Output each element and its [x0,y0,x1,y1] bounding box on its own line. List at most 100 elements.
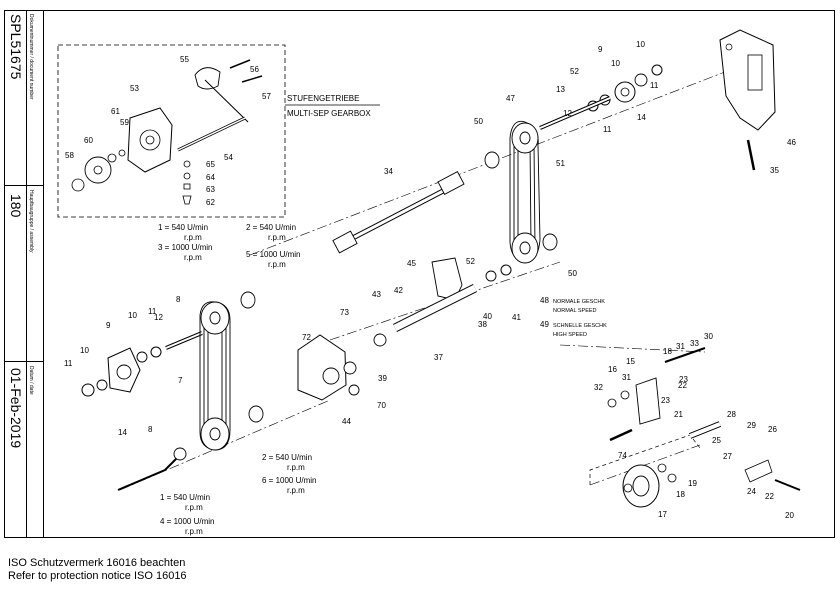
callout-9: 9 [598,45,603,54]
callout-19: 19 [688,479,697,488]
callout-23: 23 [661,396,670,405]
callout-59: 59 [120,118,129,127]
callout-9: 9 [106,321,111,330]
svg-text:48: 48 [540,296,549,305]
callout-11: 11 [603,125,612,134]
callout-37: 37 [434,353,443,362]
inset-title-de: STUFENGETRIEBE [287,94,359,103]
title-block-sidebar: SPL51675 Dokumentnummer / document numbe… [4,10,44,538]
callout-13: 13 [556,85,565,94]
callout-11: 11 [64,359,73,368]
svg-text:r.p.m: r.p.m [184,253,202,262]
callout-35: 35 [770,166,779,175]
bolt-74 [609,428,633,442]
speed-note-49: 49 SCHNELLE GESCHK HIGH SPEED [540,320,607,338]
callout-31: 31 [622,373,631,382]
callout-47: 47 [506,94,515,103]
cell-divider [26,10,27,185]
callout-54: 54 [224,153,233,162]
callout-56: 56 [250,65,259,74]
lower-belt-drive-7 [199,301,231,451]
callout-14: 14 [637,113,646,122]
pto-shaft-34 [332,171,465,254]
callout-57: 57 [262,92,271,101]
callout-52: 52 [466,257,475,266]
arm-15 [635,377,661,425]
roller-17 [622,464,660,508]
callout-8: 8 [148,425,153,434]
callout-58: 58 [65,151,74,160]
callout-73: 73 [340,308,349,317]
cell-divider [26,186,27,361]
svg-text:6 = 1000 U/min: 6 = 1000 U/min [262,476,316,485]
pulley-50-upper [484,151,500,169]
inset-dashed-border [57,44,286,218]
svg-text:1 = 540 U/min: 1 = 540 U/min [158,223,208,232]
callout-8: 8 [176,295,181,304]
callout-42: 42 [394,286,403,295]
belt-config-bottom: 1 = 540 U/min r.p.m 4 = 1000 U/min r.p.m [160,493,214,536]
callout-21: 21 [674,410,683,419]
svg-text:SCHNELLE GESCHK: SCHNELLE GESCHK [553,323,607,329]
callout-10: 10 [80,346,89,355]
svg-text:r.p.m: r.p.m [287,463,305,472]
callout-53: 53 [130,84,139,93]
callout-10: 10 [611,59,620,68]
callout-55: 55 [180,55,189,64]
date-cell: 01-Feb-2019 Datum / date [4,362,44,538]
callout-62: 62 [206,198,215,207]
callout-38: 38 [478,320,487,329]
callout-24: 24 [747,487,756,496]
callout-25: 25 [712,436,721,445]
speed-note-48: 48 NORMALE GESCHK NORMAL SPEED [540,296,605,314]
callout-70: 70 [377,401,386,410]
bracket-46 [719,29,776,131]
svg-text:r.p.m: r.p.m [287,486,305,495]
gearbox-inset: STUFENGETRIEBE MULTI-SEP GEARBOX [57,44,380,218]
svg-text:HIGH SPEED: HIGH SPEED [553,332,587,338]
svg-text:5 = 1000 U/min: 5 = 1000 U/min [246,250,300,259]
callout-16: 16 [608,365,617,374]
pulley-50-lower [542,233,558,251]
callout-7: 7 [178,376,183,385]
callout-14: 14 [118,428,127,437]
callout-11: 11 [650,81,659,90]
callout-40: 40 [483,312,492,321]
belt-config-top-left: 1 = 540 U/min r.p.m 3 = 1000 U/min r.p.m [158,223,212,262]
callout-50: 50 [474,117,483,126]
svg-text:r.p.m: r.p.m [268,233,286,242]
svg-text:2 = 540 U/min: 2 = 540 U/min [262,453,312,462]
svg-text:49: 49 [540,320,549,329]
bearing-housing-9-left [107,347,141,393]
callout-27: 27 [723,452,732,461]
svg-text:r.p.m: r.p.m [268,260,286,269]
bearing-housing-9 [614,81,636,103]
svg-text:3 = 1000 U/min: 3 = 1000 U/min [158,243,212,252]
callout-52: 52 [570,67,579,76]
callout-18: 18 [676,490,685,499]
drawing-frame [4,10,835,538]
footer-protection-en: Refer to protection notice ISO 16016 [8,570,187,582]
callout-39: 39 [378,374,387,383]
svg-text:NORMALE GESCHK: NORMALE GESCHK [553,299,605,305]
gearbox-72 [297,334,347,401]
document-number-cell: SPL51675 Dokumentnummer / document numbe… [4,10,44,186]
coupling-39 [373,333,387,347]
assembly-cell: 180 Hauptbaugruppe / assembly [4,186,44,362]
callout-28: 28 [727,410,736,419]
gearbox-housing-53 [127,107,173,173]
svg-text:r.p.m: r.p.m [184,233,202,242]
callout-15: 15 [626,357,635,366]
svg-text:4 = 1000 U/min: 4 = 1000 U/min [160,517,214,526]
callout-61: 61 [111,107,120,116]
callout-12: 12 [563,109,572,118]
callout-10: 10 [128,311,137,320]
callout-10: 10 [636,40,645,49]
belt-config-top-right: 2 = 540 U/min r.p.m 5 = 1000 U/min r.p.m [246,223,300,269]
callout-12: 12 [154,313,163,322]
callout-17: 17 [658,510,667,519]
cell-divider [26,362,27,538]
svg-text:1 = 540 U/min: 1 = 540 U/min [160,493,210,502]
